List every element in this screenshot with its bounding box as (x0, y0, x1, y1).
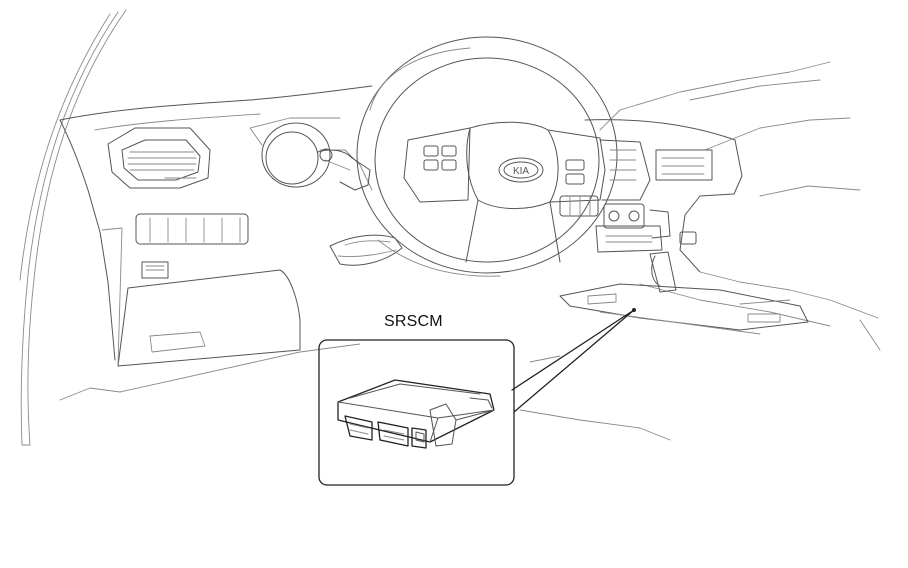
steering-wheel (356, 36, 618, 277)
dashboard (59, 61, 881, 441)
steering-hub: KIA (403, 121, 606, 263)
left-switch-panel (135, 213, 249, 279)
lower-panel (101, 227, 301, 367)
leader-lines (511, 308, 636, 413)
logo-text: KIA (513, 166, 529, 177)
steering-buttons (423, 145, 585, 185)
center-console (559, 251, 809, 335)
srscm-module (337, 379, 495, 449)
srscm-callout-box (318, 339, 515, 486)
srscm-label: SRSCM (384, 313, 443, 330)
control-stalk (317, 148, 371, 191)
left-air-vent (107, 127, 211, 189)
instrument-cluster (249, 117, 373, 191)
a-pillar (19, 9, 127, 446)
center-stack (559, 139, 713, 253)
knee-bolster (329, 234, 403, 266)
